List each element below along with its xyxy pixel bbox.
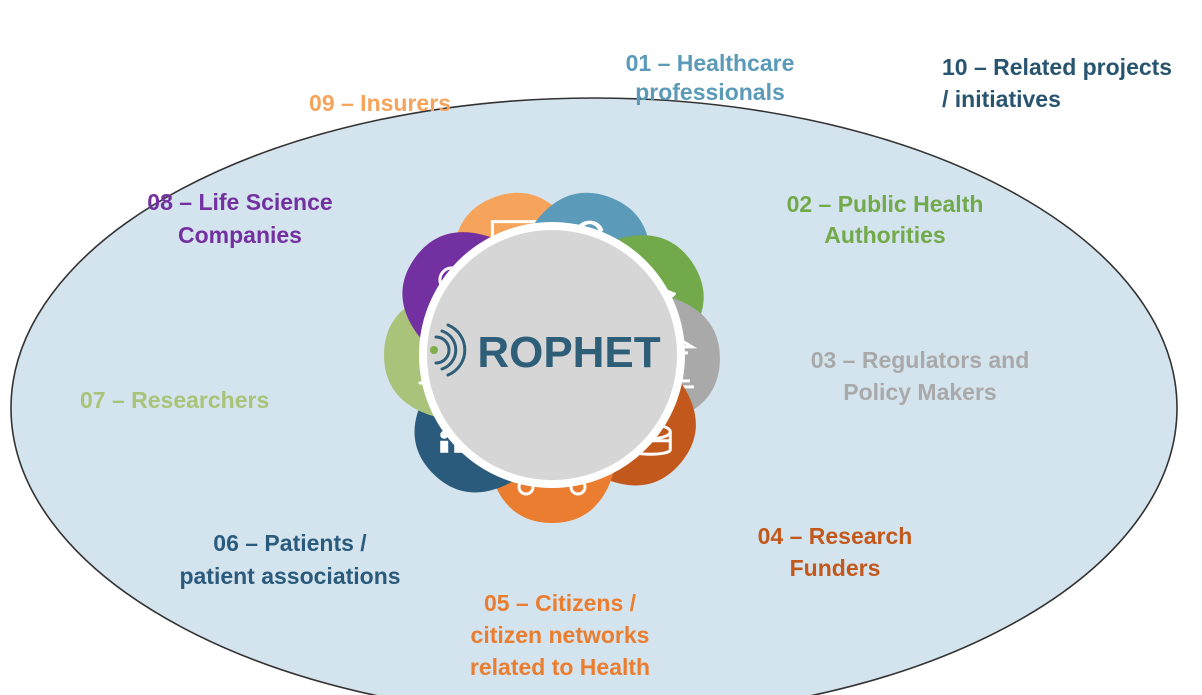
label-researchers: 07 – Researchers	[80, 386, 300, 415]
label-line: patient associations	[179, 563, 401, 589]
center-circle	[419, 222, 685, 488]
label-patients: 06 – Patients / patient associations	[160, 527, 420, 593]
label-line: 09 – Insurers	[309, 90, 451, 116]
prophet-logo: ROPHET	[430, 323, 661, 377]
label-line: professionals	[635, 79, 785, 105]
label-line: 06 – Patients /	[213, 530, 367, 556]
label-citizens: 05 – Citizens / citizen networks related…	[440, 587, 680, 683]
label-line: Funders	[789, 555, 881, 581]
label-line: 03 – Regulators and	[810, 347, 1030, 373]
label-line: 05 – Citizens /	[483, 590, 637, 616]
label-line: 07 – Researchers	[80, 387, 270, 413]
label-funders: 04 – Research Funders	[730, 520, 940, 584]
label-line: 10 – Related projects	[942, 54, 1173, 80]
label-regulators: 03 – Regulators and Policy Makers	[790, 344, 1050, 408]
label-line: Companies	[178, 222, 302, 248]
label-line: 02 – Public Health	[786, 191, 984, 217]
label-line: Policy Makers	[843, 379, 997, 405]
label-line: 08 – Life Science	[147, 189, 333, 215]
label-line: related to Health	[469, 654, 651, 680]
label-line: 01 – Healthcare	[625, 50, 795, 76]
label-public-health: 02 – Public Health Authorities	[760, 189, 1010, 251]
label-related: 10 – Related projects / initiatives	[942, 51, 1192, 115]
label-life-science: 08 – Life Science Companies	[120, 186, 360, 252]
label-insurers: 09 – Insurers	[290, 89, 470, 118]
label-healthcare: 01 – Healthcare professionals	[600, 49, 820, 107]
signal-icon	[430, 323, 467, 377]
label-line: / initiatives	[942, 86, 1061, 112]
label-line: Authorities	[824, 222, 946, 248]
logo-text: ROPHET	[477, 328, 660, 377]
label-line: citizen networks	[470, 622, 650, 648]
label-line: 04 – Research	[757, 523, 913, 549]
